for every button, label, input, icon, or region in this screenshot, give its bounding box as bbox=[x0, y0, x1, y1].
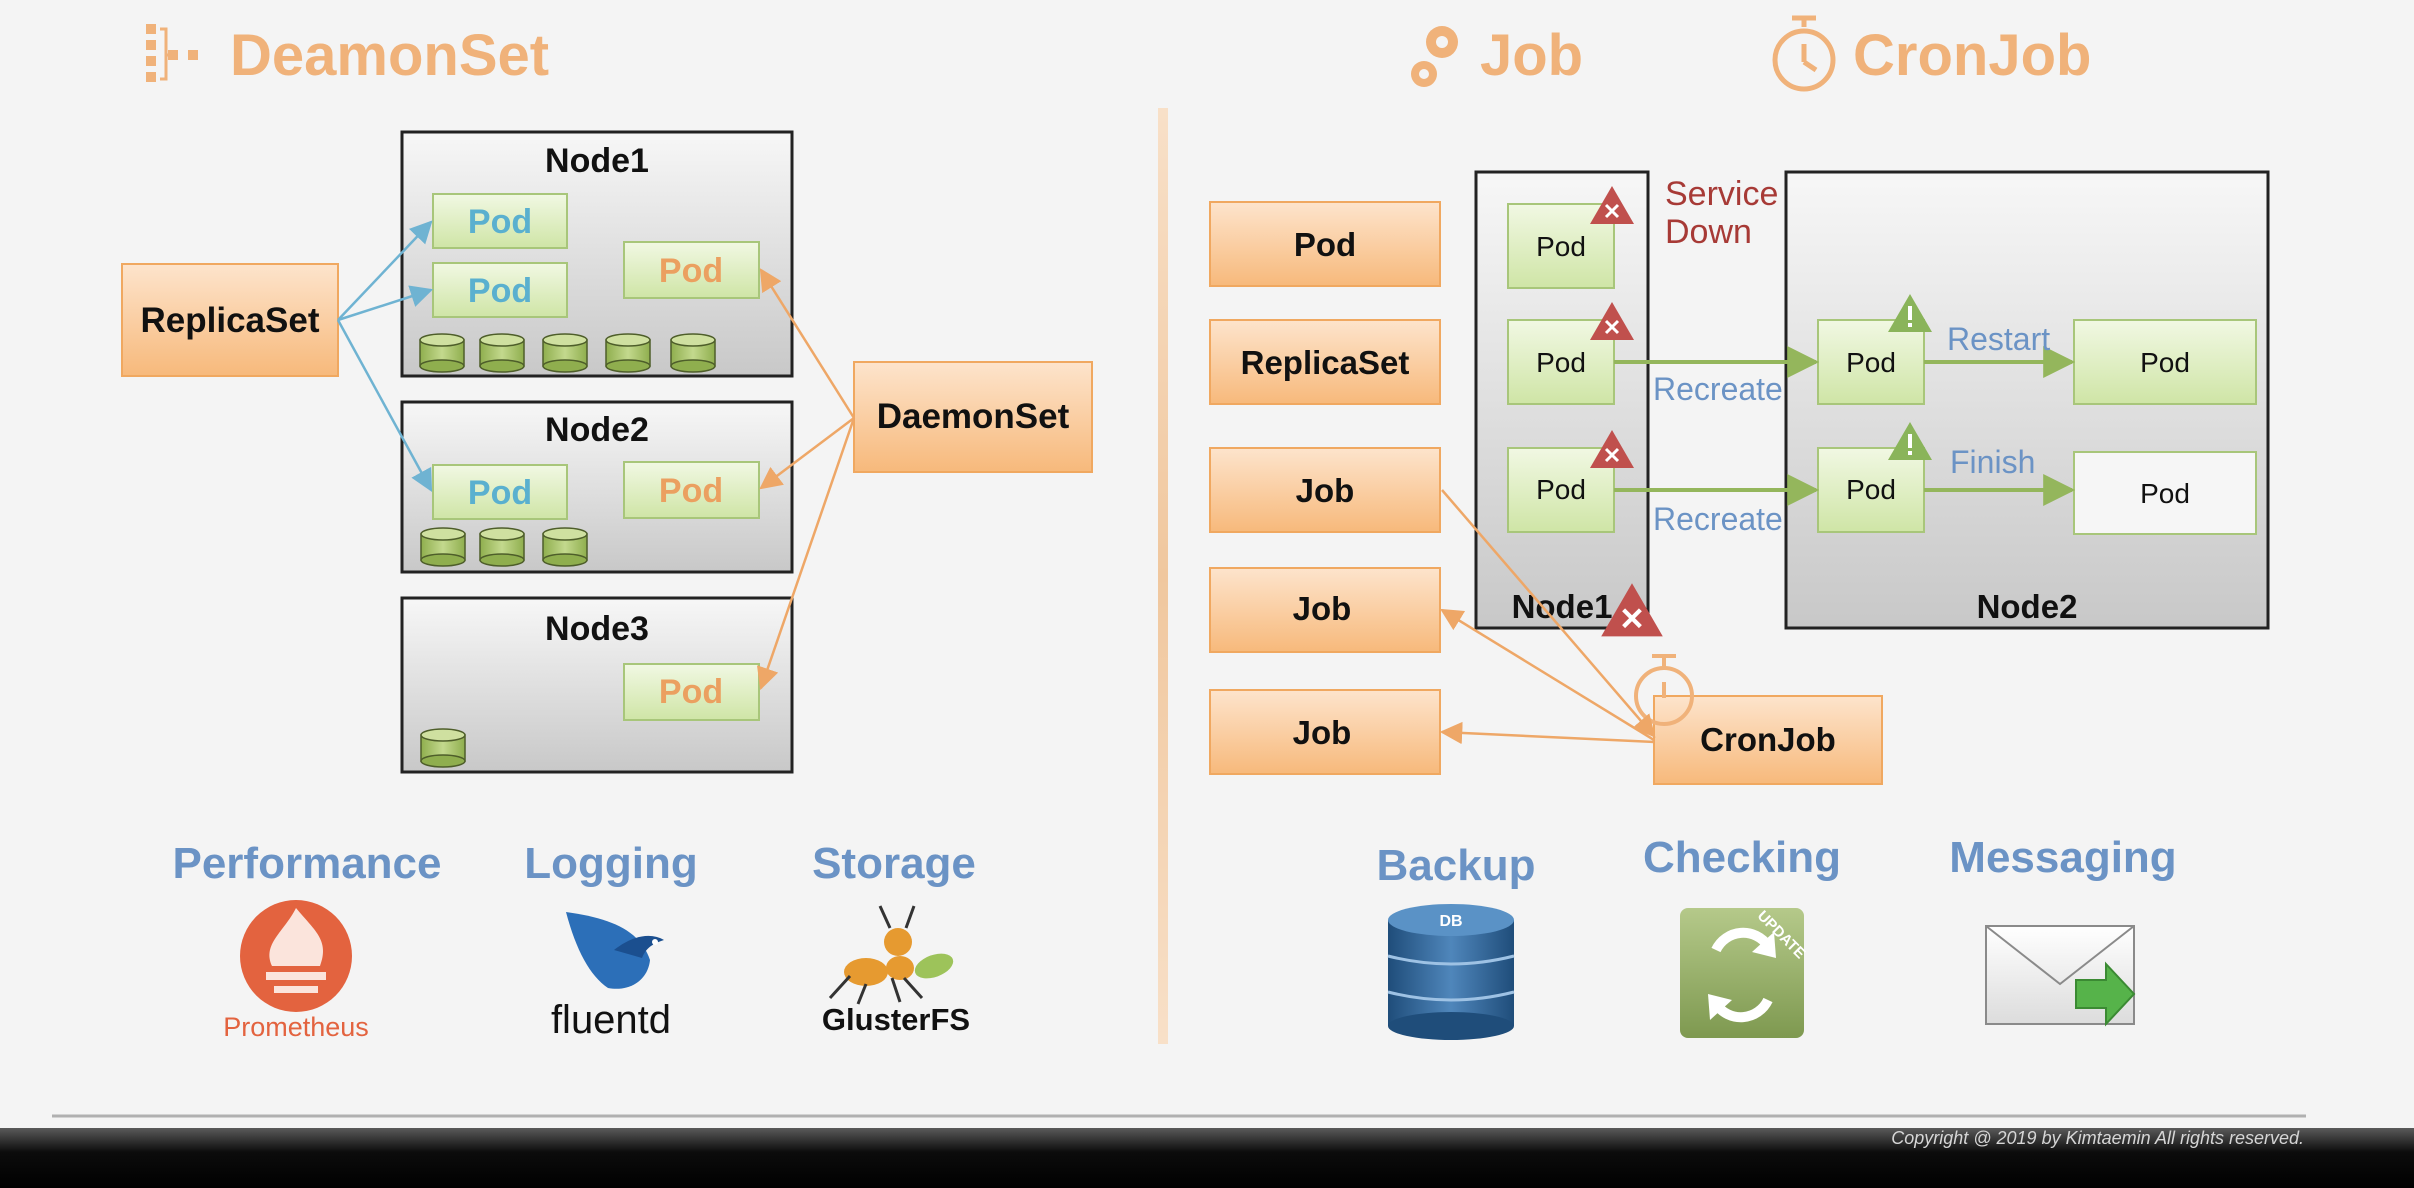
svg-text:Pod: Pod bbox=[468, 203, 532, 241]
svg-text:ReplicaSet: ReplicaSet bbox=[1241, 344, 1410, 381]
svg-text:Pod: Pod bbox=[1846, 474, 1896, 505]
controller-pod-box: Pod bbox=[1209, 201, 1441, 287]
section-divider bbox=[1158, 108, 1168, 1044]
stopwatch-icon bbox=[1772, 15, 1836, 92]
gears-icon bbox=[1411, 26, 1458, 87]
node-label: Node3 bbox=[545, 610, 649, 648]
service-down-label: Service bbox=[1665, 175, 1778, 213]
node-label: Node1 bbox=[545, 142, 649, 180]
job-title: Job bbox=[1411, 23, 1583, 88]
use-storage: Storage GlusterFS bbox=[812, 839, 976, 1037]
use-label: Performance bbox=[172, 839, 441, 888]
fluentd-bird-icon bbox=[566, 912, 664, 989]
cronjob-title: CronJob bbox=[1772, 15, 2091, 92]
database-icon: DB bbox=[1387, 904, 1515, 1040]
svg-text:ReplicaSet: ReplicaSet bbox=[141, 301, 320, 340]
controller-job-box: Job bbox=[1209, 567, 1441, 653]
use-performance: Performance Prometheus bbox=[172, 839, 441, 1042]
section-title: CronJob bbox=[1853, 23, 2091, 88]
service-down-label: Down bbox=[1665, 213, 1752, 251]
svg-text:Pod: Pod bbox=[468, 474, 532, 512]
svg-text:Pod: Pod bbox=[659, 252, 723, 290]
replicaset-pod: Pod bbox=[432, 193, 568, 249]
recreated-pod: Pod bbox=[1817, 319, 1925, 405]
use-label: Storage bbox=[812, 839, 976, 888]
section-title: DeamonSet bbox=[230, 23, 549, 88]
controller-job-box: Job bbox=[1209, 689, 1441, 775]
svg-text:CronJob: CronJob bbox=[1700, 721, 1836, 758]
use-messaging: Messaging bbox=[1949, 833, 2177, 1027]
replicaset-pod: Pod bbox=[432, 262, 568, 318]
restart-label: Restart bbox=[1947, 321, 2050, 357]
recreate-label: Recreate bbox=[1653, 501, 1783, 537]
use-label: Messaging bbox=[1949, 833, 2176, 882]
svg-text:Job: Job bbox=[1293, 714, 1352, 751]
use-checking: Checking UPDATE bbox=[1643, 833, 1841, 1038]
replicaset-arrows bbox=[336, 220, 434, 492]
finished-pod: Pod bbox=[2073, 451, 2257, 535]
recreate-label: Recreate bbox=[1653, 371, 1783, 407]
use-logging: Logging fluentd bbox=[524, 839, 698, 1042]
section-title: Job bbox=[1480, 23, 1583, 88]
svg-text:Pod: Pod bbox=[1294, 226, 1356, 263]
icon-badge: DB bbox=[1439, 913, 1462, 930]
use-label: Checking bbox=[1643, 833, 1841, 882]
restarted-pod: Pod bbox=[2073, 319, 2257, 405]
svg-text:DaemonSet: DaemonSet bbox=[877, 397, 1070, 436]
logo-label: GlusterFS bbox=[822, 1002, 970, 1037]
prometheus-icon bbox=[240, 900, 352, 1012]
daemonset-title: DeamonSet bbox=[146, 23, 549, 88]
envelope-icon bbox=[1985, 925, 2136, 1027]
use-label: Logging bbox=[524, 839, 698, 888]
svg-text:Pod: Pod bbox=[2140, 347, 2190, 378]
svg-text:Pod: Pod bbox=[2140, 478, 2190, 509]
controller-job-box: Job bbox=[1209, 447, 1441, 533]
svg-text:Pod: Pod bbox=[468, 272, 532, 310]
stopwatch-icon bbox=[1634, 654, 1694, 726]
svg-text:Job: Job bbox=[1296, 472, 1355, 509]
copyright-text: Copyright @ 2019 by Kimtaemin All rights… bbox=[1891, 1128, 2304, 1148]
tree-structure-icon bbox=[146, 24, 198, 82]
update-icon: UPDATE bbox=[1680, 907, 1809, 1038]
daemonset-arrows bbox=[756, 268, 856, 691]
svg-text:Pod: Pod bbox=[1536, 231, 1586, 262]
pod-flow-arrows bbox=[1614, 346, 2076, 506]
cronjob-arrows bbox=[1439, 489, 1656, 745]
footer-band bbox=[0, 1128, 2414, 1188]
svg-text:Pod: Pod bbox=[1536, 474, 1586, 505]
replicaset-pod: Pod bbox=[432, 464, 568, 520]
replicaset-box: ReplicaSet bbox=[121, 263, 339, 377]
recreated-pod: Pod bbox=[1817, 447, 1925, 533]
svg-text:Pod: Pod bbox=[1846, 347, 1896, 378]
finish-label: Finish bbox=[1950, 444, 2035, 480]
node-label: Node1 bbox=[1512, 588, 1613, 625]
daemonset-box: DaemonSet bbox=[853, 361, 1093, 473]
svg-text:Pod: Pod bbox=[659, 673, 723, 711]
daemonset-pod: Pod bbox=[623, 663, 760, 721]
controller-replicaset-box: ReplicaSet bbox=[1209, 319, 1441, 405]
svg-text:Pod: Pod bbox=[1536, 347, 1586, 378]
use-backup: Backup DB bbox=[1377, 841, 1536, 1040]
daemonset-pod: Pod bbox=[623, 241, 760, 299]
use-label: Backup bbox=[1377, 841, 1536, 890]
node-label: Node2 bbox=[1977, 588, 2078, 625]
logo-label: Prometheus bbox=[223, 1012, 369, 1042]
ant-icon bbox=[828, 905, 954, 1005]
cronjob-box: CronJob bbox=[1653, 695, 1883, 785]
daemonset-pod: Pod bbox=[623, 461, 760, 519]
svg-text:Pod: Pod bbox=[659, 472, 723, 510]
svg-text:Job: Job bbox=[1293, 590, 1352, 627]
logo-label: fluentd bbox=[551, 998, 671, 1042]
node1-box: Node1 bbox=[400, 130, 794, 378]
node-label: Node2 bbox=[545, 411, 649, 449]
